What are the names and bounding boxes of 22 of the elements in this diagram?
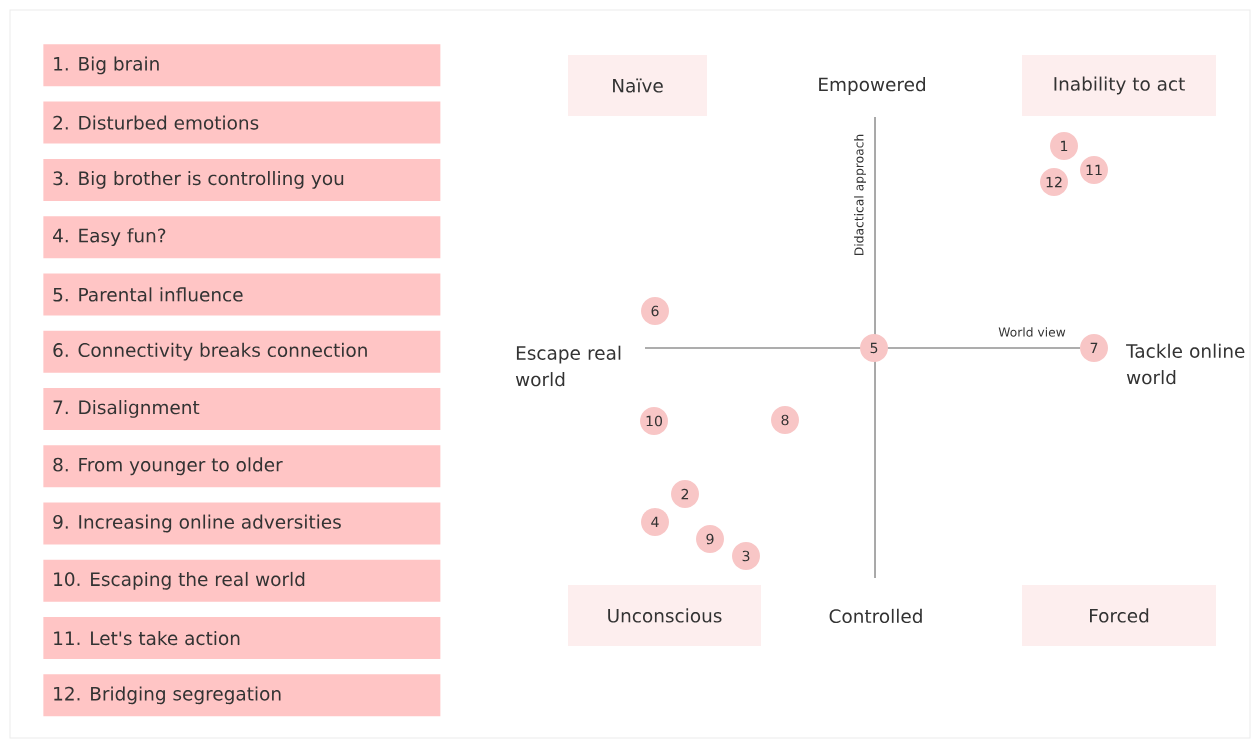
axis-label: Tackle online world bbox=[1126, 343, 1245, 385]
list-item-box: 9. Increasing online adversities bbox=[43, 502, 441, 545]
quadrant-box: Naïve bbox=[568, 55, 707, 116]
list-item-box: 8. From younger to older bbox=[43, 445, 441, 488]
axis-label: Controlled bbox=[829, 608, 922, 624]
list-item-box: 3. Big brother is controlling you bbox=[43, 158, 441, 201]
quadrant-box: Inability to act bbox=[1022, 55, 1216, 116]
list-item-box: 4. Easy fun? bbox=[43, 216, 441, 259]
axis-label: Empowered bbox=[819, 77, 925, 95]
axis-label: Didactical approach bbox=[854, 134, 866, 255]
list-item-box: 10. Escaping the real world bbox=[43, 559, 441, 602]
quadrant-box: Forced bbox=[1022, 585, 1216, 646]
list-item-box: 11. Let's take action bbox=[43, 617, 441, 660]
list-item-box: 1. Big brain bbox=[43, 44, 441, 87]
list-item-box: 2. Disturbed emotions bbox=[43, 101, 441, 144]
quadrant-box: Unconscious bbox=[568, 585, 761, 646]
list-item-box: 12. Bridging segregation bbox=[43, 674, 441, 717]
axis-label: Escape real world bbox=[515, 345, 621, 387]
list-item-box: 7. Disalignment bbox=[43, 387, 441, 430]
list-item-box: 5. Parental influence bbox=[43, 273, 441, 316]
list-item-box: 6. Connectivity breaks connection bbox=[43, 330, 441, 373]
axis-label: World view bbox=[998, 327, 1066, 337]
